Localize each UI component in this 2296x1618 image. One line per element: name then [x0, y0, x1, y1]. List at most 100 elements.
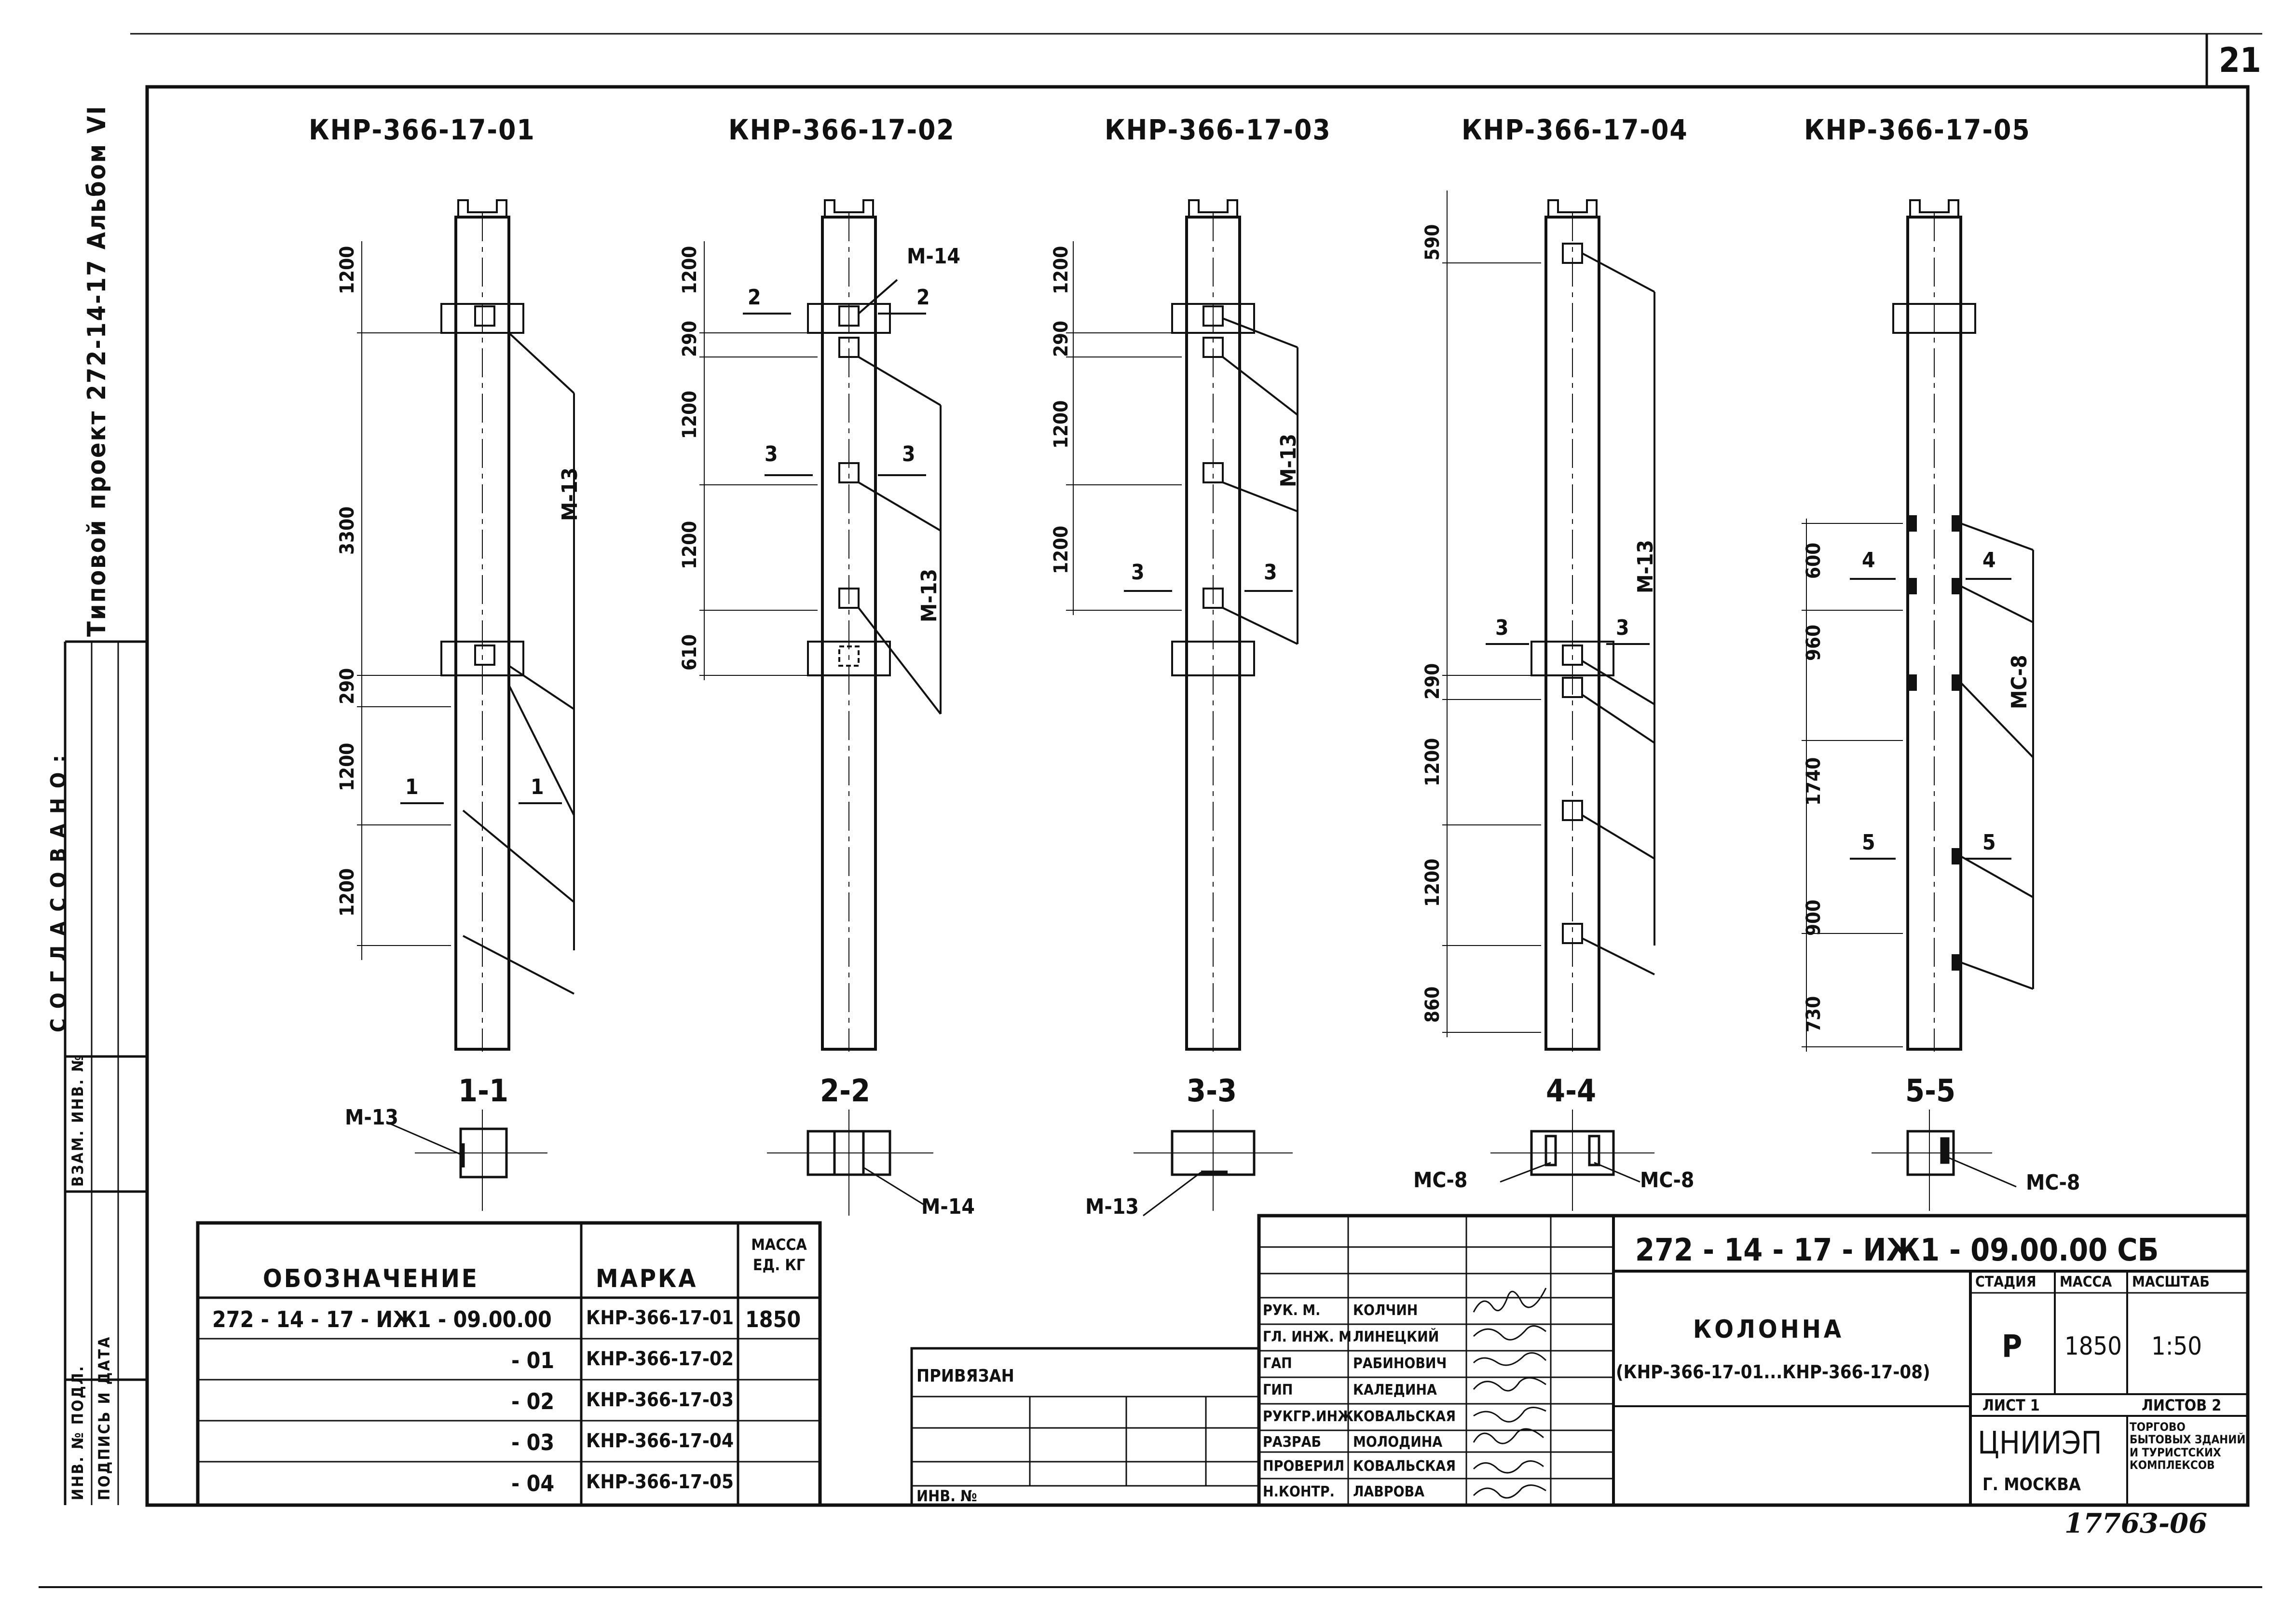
mass-value: 1850 [2064, 1332, 2122, 1361]
org-city: Г. МОСКВА [1982, 1475, 2081, 1495]
dim-label: 1200 [336, 246, 358, 294]
dim-label: 290 [679, 320, 701, 357]
spec-table-grid [196, 1221, 822, 1507]
spec-header-designation: ОБОЗНАЧЕНИЕ [263, 1264, 479, 1293]
side-stamp-replace-inv: ВЗАМ. ИНВ. № [68, 1054, 87, 1187]
sheet-number: ЛИСТ 1 [1982, 1396, 2040, 1414]
staff-role: РУКГР.ИНЖ [1263, 1408, 1354, 1425]
column-2-elevation [699, 199, 942, 1052]
section-2 [767, 1110, 933, 1216]
dim-label: 1200 [1050, 246, 1072, 294]
section-1 [390, 1110, 547, 1211]
section-mark: 1 [531, 775, 544, 799]
dim-label: 290 [1421, 663, 1444, 699]
doc-code: 272 - 14 - 17 - ИЖ1 - 09.00.00 СБ [1635, 1233, 2159, 1268]
section-callout: М-13 [345, 1105, 398, 1130]
staff-name: РАБИНОВИЧ [1353, 1355, 1447, 1372]
section-callout-left: МС-8 [1413, 1168, 1468, 1193]
dim-label: 1200 [679, 521, 701, 569]
leader-label: М-13 [917, 569, 942, 622]
staff-name: КОВАЛЬСКАЯ [1353, 1458, 1456, 1475]
section-title-1: 1-1 [458, 1073, 509, 1109]
leader-label: М-13 [558, 467, 582, 521]
dim-label: 1740 [1803, 757, 1825, 806]
dim-label: 1200 [679, 390, 701, 439]
privyazan-label: ПРИВЯЗАН [916, 1366, 1014, 1386]
section-mark: 2 [748, 285, 761, 310]
section-mark: 3 [765, 442, 778, 466]
sheet-total: ЛИСТОВ 2 [2142, 1396, 2222, 1414]
stage-value: Р [2002, 1329, 2023, 1365]
product-name-sub: (КНР-366-17-01...КНР-366-17-08) [1616, 1361, 1930, 1383]
product-name: КОЛОННА [1693, 1315, 1845, 1344]
page-number: 21 [2219, 41, 2261, 80]
staff-name: КАЛЕДИНА [1353, 1382, 1437, 1399]
staff-role: РУК. М. [1263, 1302, 1321, 1319]
album-side-label: Типовой проект 272-14-17 Альбом VI [82, 105, 111, 637]
dim-label: 600 [1803, 542, 1825, 579]
section-callout-right: МС-8 [1640, 1168, 1695, 1193]
staff-role: Н.КОНТР. [1263, 1483, 1335, 1500]
staff-role: РАЗРАБ [1263, 1434, 1322, 1451]
column-mark-3: КНР-366-17-03 [1105, 113, 1331, 146]
spec-row-designation: - 01 [511, 1347, 555, 1373]
spec-row-mark: КНР-366-17-04 [586, 1430, 734, 1452]
section-mark: 3 [1131, 560, 1145, 585]
dim-label: 290 [336, 668, 358, 704]
column-mark-1: КНР-366-17-01 [309, 113, 535, 146]
org-name: ЦНИИЭП [1978, 1426, 2102, 1461]
dim-label: 900 [1803, 899, 1825, 936]
spec-row-mark: КНР-366-17-02 [586, 1348, 734, 1370]
side-stamp-sign-date: ПОДПИСЬ И ДАТА [95, 1335, 113, 1500]
staff-name: ЛАВРОВА [1353, 1483, 1425, 1500]
dim-label: 1200 [679, 246, 701, 294]
section-title-5: 5-5 [1905, 1073, 1956, 1109]
spec-header-mass: МАССА ЕД. КГ [751, 1235, 807, 1274]
spec-row-mark: КНР-366-17-01 [586, 1307, 734, 1329]
staff-name: ЛИНЕЦКИЙ [1353, 1329, 1439, 1345]
section-mark: 4 [1982, 548, 1996, 573]
column-3-elevation [1066, 199, 1298, 1052]
dim-label: 860 [1421, 986, 1444, 1023]
agreed-label: С О Г Л А С О В А Н О : [46, 753, 71, 1032]
section-mark: 5 [1982, 830, 1996, 855]
section-4 [1490, 1110, 1654, 1211]
column-4-elevation [1442, 191, 1655, 1052]
spec-row-designation: - 03 [511, 1429, 555, 1455]
org-description: ТОРГОВО БЫТОВЫХ ЗДАНИЙ И ТУРИСТСКИХ КОМП… [2130, 1420, 2246, 1472]
spec-row-mass: 1850 [745, 1306, 801, 1332]
dim-label: 730 [1803, 996, 1825, 1032]
spec-row-mark: КНР-366-17-03 [586, 1389, 734, 1411]
dim-label: 960 [1803, 624, 1825, 661]
section-title-4: 4-4 [1546, 1073, 1597, 1109]
dim-label: 290 [1050, 320, 1072, 357]
section-3 [1134, 1110, 1293, 1217]
privyazan-inv-label: ИНВ. № [916, 1487, 977, 1505]
leader-label: МС-8 [2007, 655, 2032, 709]
section-mark: 4 [1862, 548, 1875, 573]
footer-archive-code: 17763-06 [2064, 1508, 2207, 1539]
spec-row-designation: - 04 [511, 1470, 555, 1496]
spec-row-mark: КНР-366-17-05 [586, 1471, 734, 1493]
section-title-2: 2-2 [820, 1073, 871, 1109]
staff-name: КОЛЧИН [1353, 1302, 1418, 1319]
dim-label: 1200 [1421, 858, 1444, 907]
column-mark-5: КНР-366-17-05 [1804, 113, 2031, 146]
section-mark: 3 [902, 442, 916, 466]
scale-value: 1:50 [2151, 1332, 2202, 1361]
column-mark-2: КНР-366-17-02 [728, 113, 955, 146]
mass-label: МАССА [2060, 1274, 2112, 1290]
section-callout: М-14 [921, 1194, 975, 1219]
dim-label: 1200 [1050, 525, 1072, 574]
staff-role: ГЛ. ИНЖ. М [1263, 1329, 1352, 1345]
dim-label: 3300 [336, 506, 358, 555]
column-1-elevation [357, 199, 575, 1052]
section-title-3: 3-3 [1187, 1073, 1237, 1109]
staff-name: КОВАЛЬСКАЯ [1353, 1408, 1456, 1425]
staff-role: ГАП [1263, 1355, 1292, 1372]
title-block-grid [1257, 1214, 2250, 1507]
section-callout: МС-8 [2026, 1170, 2080, 1195]
section-callout: М-13 [1085, 1194, 1139, 1219]
dim-label: 1200 [336, 868, 358, 917]
